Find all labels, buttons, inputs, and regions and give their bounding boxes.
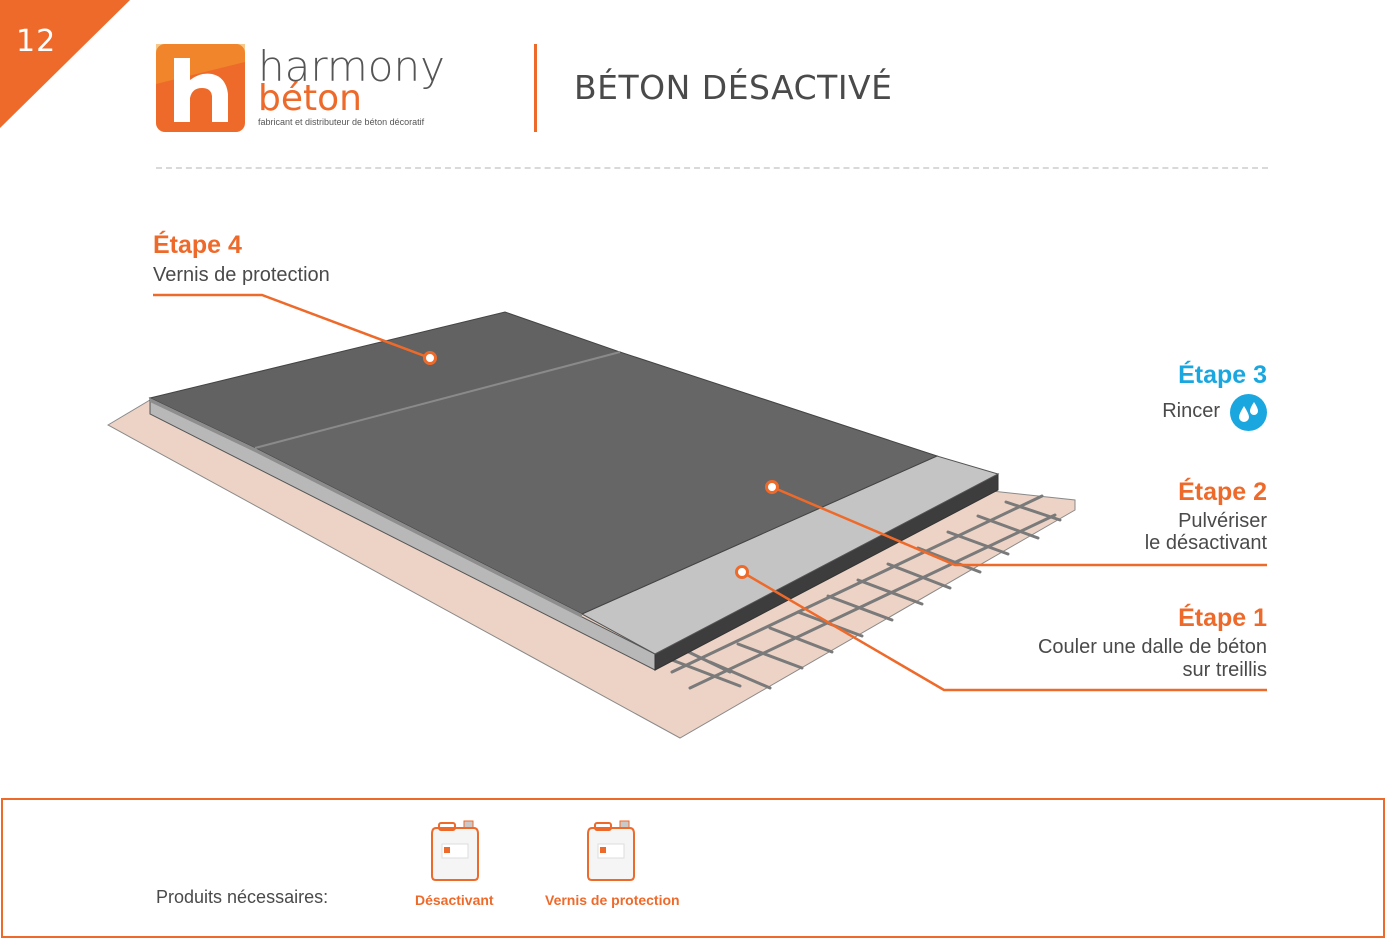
callout-dot-step1	[735, 565, 749, 579]
step4-title: Étape 4	[153, 231, 242, 259]
step1-title: Étape 1	[1178, 604, 1267, 632]
header-divider	[534, 44, 537, 132]
callout-line-step1	[741, 570, 1267, 692]
product-name-vernis: Vernis de protection	[545, 892, 680, 908]
step1-desc-line2: sur treillis	[1182, 659, 1267, 681]
jerrycan-icon	[587, 820, 635, 881]
step1-desc-line1: Couler une dalle de béton	[1037, 636, 1267, 658]
products-label: Produits nécessaires:	[156, 887, 329, 907]
brand-name-line2: béton	[258, 78, 362, 119]
harmony-logo-icon	[156, 44, 245, 132]
products-panel	[1, 798, 1385, 938]
step2-title: Étape 2	[1178, 478, 1267, 506]
header-dashed-separator	[156, 167, 1268, 169]
callout-line-step2	[771, 485, 1267, 567]
water-drops-icon	[1230, 394, 1267, 431]
step2-desc-line2: le désactivant	[1144, 532, 1267, 554]
step4-desc: Vernis de protection	[153, 264, 330, 286]
callout-line-step4	[153, 293, 431, 360]
jerrycan-icon	[431, 820, 479, 881]
step3-title: Étape 3	[1178, 361, 1267, 389]
callout-dot-step4	[423, 351, 437, 365]
step3-desc: Rincer	[1162, 400, 1220, 422]
product-name-desactivant: Désactivant	[415, 892, 494, 908]
step2-desc-line1: Pulvériser	[1178, 510, 1267, 532]
brand-tagline: fabricant et distributeur de béton décor…	[258, 117, 425, 127]
page-number: 12	[16, 24, 57, 59]
callout-dot-step2	[765, 480, 779, 494]
brand-name-line1: harmony	[258, 42, 445, 91]
page-title: BÉTON DÉSACTIVÉ	[574, 68, 893, 107]
callout-lines	[153, 293, 1267, 692]
